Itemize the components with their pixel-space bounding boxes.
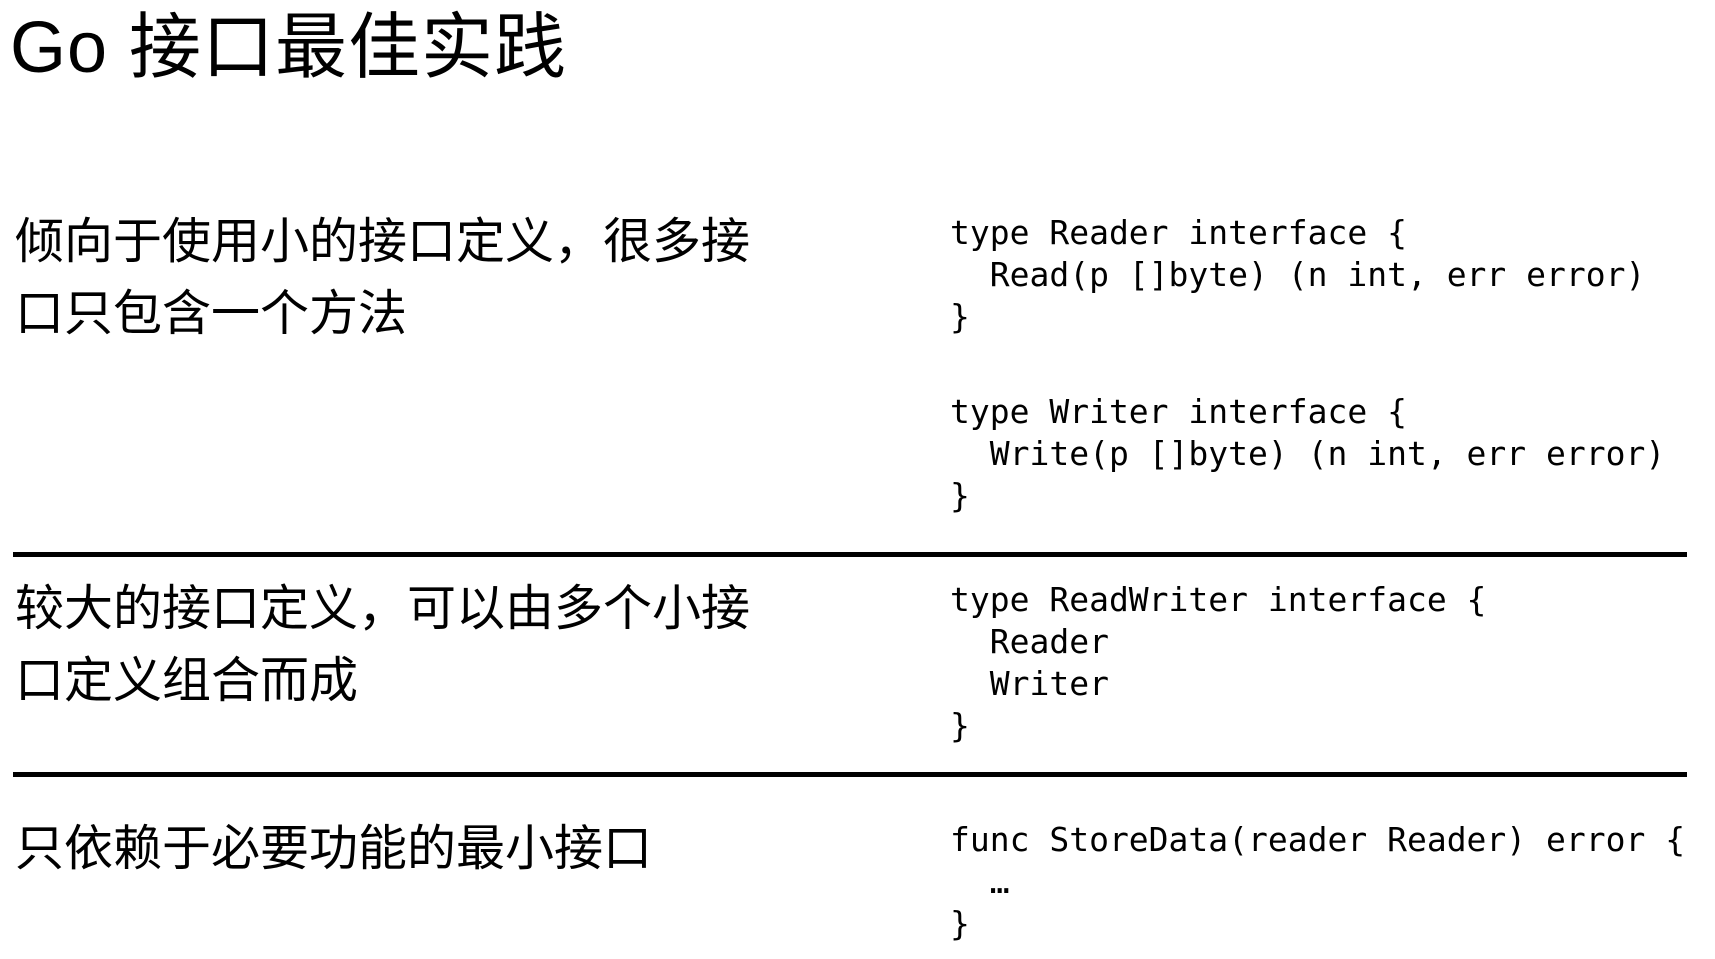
row-divider-2 xyxy=(13,772,1687,777)
code-column: type Reader interface { Read(p []byte) (… xyxy=(950,212,1710,517)
code-column: type ReadWriter interface { Reader Write… xyxy=(950,579,1710,747)
code-snippet-writer-interface: type Writer interface { Write(p []byte) … xyxy=(950,392,1666,515)
practice-description-composed-interfaces: 较大的接口定义，可以由多个小接 口定义组合而成 xyxy=(15,582,751,708)
code-snippet-storedata-function: func StoreData(reader Reader) error { … … xyxy=(950,820,1686,943)
practice-description-small-interfaces: 倾向于使用小的接口定义，很多接 口只包含一个方法 xyxy=(15,215,751,341)
code-column: func StoreData(reader Reader) error { … … xyxy=(950,819,1710,945)
page-title: Go 接口最佳实践 xyxy=(10,8,568,88)
row-divider-1 xyxy=(13,552,1687,557)
code-snippet-readwriter-interface: type ReadWriter interface { Reader Write… xyxy=(950,580,1487,745)
code-snippet-reader-interface: type Reader interface { Read(p []byte) (… xyxy=(950,213,1646,336)
practice-description-minimal-interface: 只依赖于必要功能的最小接口 xyxy=(15,822,653,876)
